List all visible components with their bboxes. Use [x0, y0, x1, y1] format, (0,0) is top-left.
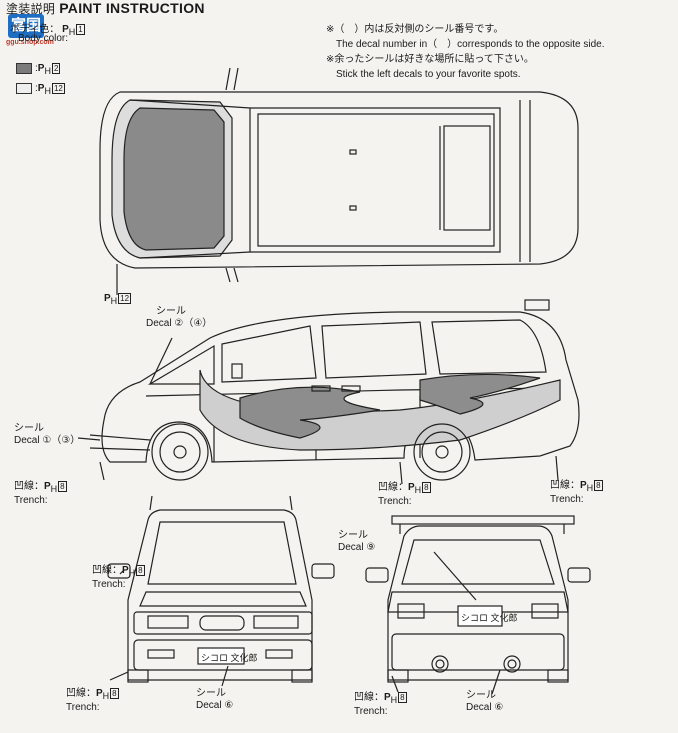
front-decal-label: シール Decal ⑥	[196, 688, 234, 711]
title-english: PAINT INSTRUCTION	[59, 0, 205, 16]
gray-swatch	[16, 63, 32, 74]
rear-license-plate: シコロ 文化郎	[461, 613, 518, 623]
side-decal-left-label: シール Decal ①（③）	[14, 423, 81, 446]
front-license-plate: シコロ 文化郎	[201, 653, 258, 663]
watermark-url: ggu.shop.com	[6, 39, 54, 46]
watermark-logo: 富国	[8, 14, 44, 38]
front-view-diagram	[107, 495, 335, 683]
title-japanese: 塗装説明	[6, 2, 56, 16]
note-line-2: The decal number in（ ）corresponds to the…	[336, 39, 605, 50]
note-line-3: ※余ったシールは好きな場所に貼って下さい。	[326, 54, 534, 65]
side-decal-top-label: シール Decal ②（④）	[146, 306, 213, 329]
white-swatch	[16, 83, 32, 94]
rear-decal-top-label: シール Decal ⑨	[338, 530, 376, 553]
side-view-diagram	[89, 299, 580, 481]
instruction-notes: ※（ ）内は反対側のシール番号です。 The decal number in（ …	[326, 22, 604, 82]
body-color-label-en: Body color:	[18, 33, 69, 44]
rear-decal-label: シール Decal ⑥	[466, 690, 504, 713]
top-view-diagram	[99, 67, 579, 295]
rear-view-diagram	[365, 515, 591, 683]
note-line-1: ※（ ）内は反対側のシール番号です。	[326, 24, 504, 35]
note-line-4: Stick the left decals to your favorite s…	[336, 69, 521, 80]
